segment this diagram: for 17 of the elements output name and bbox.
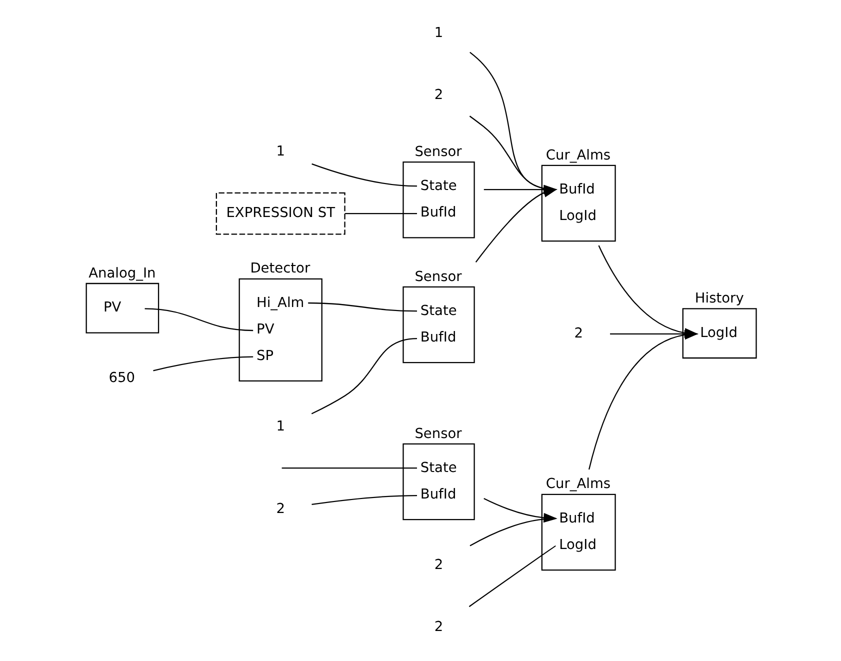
node-text: 2 <box>434 87 443 104</box>
node-label: Sensor <box>414 268 462 285</box>
node-label: Analog_In <box>88 265 156 282</box>
node-label: Sensor <box>414 144 462 160</box>
node-label: Detector <box>250 260 310 277</box>
node-text: 650 <box>108 370 134 386</box>
node-text: 1 <box>276 418 284 434</box>
node-text: 2 <box>434 557 443 574</box>
node-text: 2 <box>434 618 443 635</box>
node-label: Cur_Alms <box>545 147 610 164</box>
node-label: Sensor <box>414 426 462 442</box>
node-label: History <box>694 290 744 307</box>
node-text: 2 <box>574 325 582 342</box>
node-text: 2 <box>276 500 284 517</box>
node-text: 1 <box>434 25 443 42</box>
node-text: 1 <box>276 143 284 160</box>
node-label: Cur_Alms <box>545 476 610 492</box>
